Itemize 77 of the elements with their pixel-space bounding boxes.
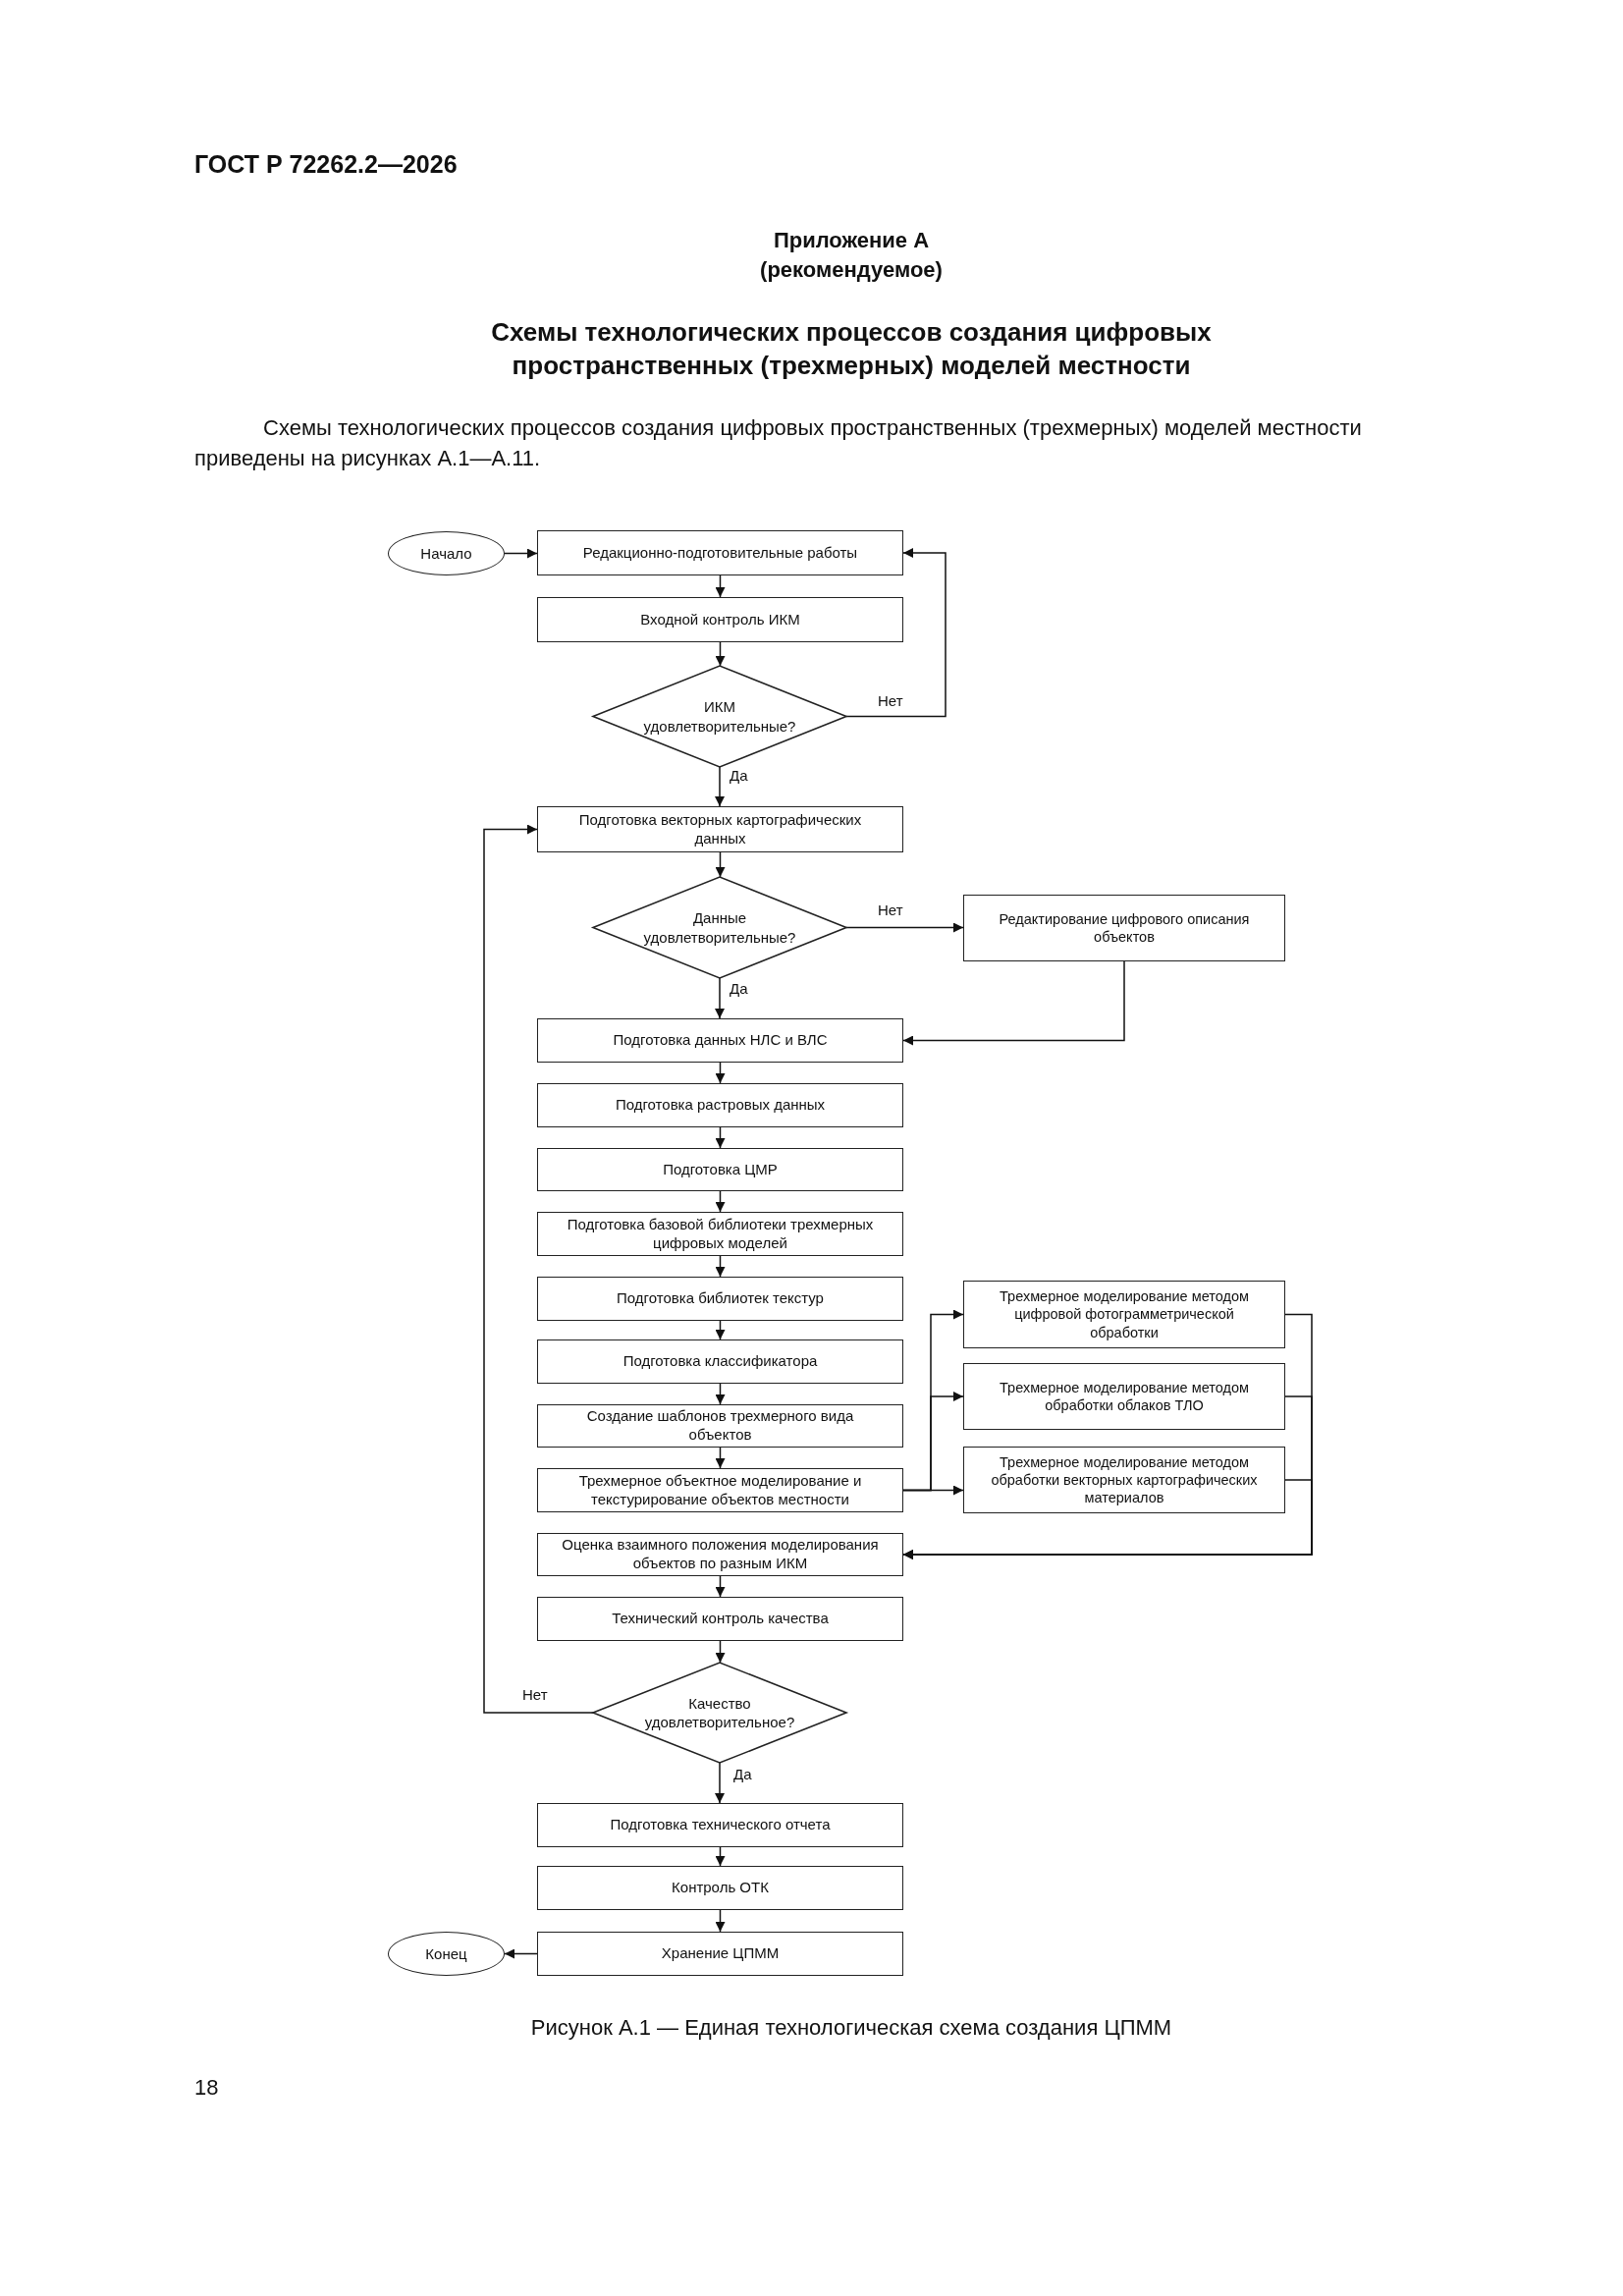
arrow bbox=[715, 977, 725, 1019]
process-box bbox=[963, 1363, 1285, 1430]
process-box bbox=[963, 1447, 1285, 1513]
intro-paragraph: Схемы технологических процессов создания цифровых пространственных (трехмерных) моделей местности приведены на рисунках А.1—А.11. bbox=[194, 414, 1363, 472]
node-text: Входной контроль ИКМ bbox=[640, 610, 800, 629]
process-box bbox=[537, 1803, 903, 1847]
arrow bbox=[715, 766, 725, 807]
arrow bbox=[845, 548, 947, 718]
node-text: Хранение ЦПММ bbox=[661, 1944, 780, 1963]
node-text: Оценка взаимного положения моделирования объектов по разным ИКМ bbox=[561, 1536, 880, 1573]
arrow bbox=[715, 1255, 726, 1278]
process-box bbox=[963, 1281, 1285, 1348]
arrow bbox=[483, 824, 594, 1714]
arrow bbox=[504, 1948, 538, 1959]
process-box bbox=[537, 1533, 903, 1576]
node-text: Технический контроль качества bbox=[612, 1610, 829, 1628]
section-heading: Схемы технологических процессов создания цифровых пространственных (трехмерных) моделей местности bbox=[490, 316, 1213, 382]
node-text: Создание шаблонов трехмерного вида объектов bbox=[585, 1407, 855, 1445]
node-text: Редакционно-подготовительные работы bbox=[582, 543, 858, 563]
node-text: Конец bbox=[425, 1945, 467, 1962]
node-text: Подготовка ЦМР bbox=[663, 1160, 778, 1179]
node-text: ИКМ удовлетворительные? bbox=[642, 697, 797, 736]
appendix-heading: Приложение А bbox=[772, 228, 931, 253]
node-text: Подготовка технического отчета bbox=[610, 1816, 831, 1834]
arrow bbox=[715, 1126, 726, 1149]
node-text: Начало bbox=[420, 545, 472, 562]
document-header: ГОСТ Р 72262.2—2026 bbox=[194, 150, 458, 179]
arrow bbox=[715, 1190, 726, 1213]
node-text: Подготовка векторных картографических данных bbox=[577, 810, 863, 848]
node-text: Контроль ОТК bbox=[672, 1879, 769, 1897]
process-box bbox=[963, 895, 1285, 961]
arrow bbox=[845, 922, 964, 933]
process-box bbox=[537, 1083, 903, 1127]
process-box bbox=[537, 1018, 903, 1063]
process-box bbox=[537, 806, 903, 852]
process-box bbox=[537, 1468, 903, 1512]
node-text: Трехмерное объектное моделирование и текстурирование объектов местности bbox=[577, 1471, 863, 1509]
process-box bbox=[537, 1404, 903, 1448]
node-text: Трехмерное моделирование методом цифровой фотограмметрической обработки bbox=[999, 1287, 1250, 1341]
arrow bbox=[715, 1846, 726, 1867]
node-text: Данные удовлетворительные? bbox=[642, 908, 797, 947]
node-text: Подготовка растровых данных bbox=[615, 1096, 826, 1115]
node-text: Качество удовлетворительное? bbox=[643, 1693, 796, 1732]
node-text: Редактирование цифрового описания объектов bbox=[998, 909, 1251, 947]
node-text: Подготовка библиотек текстур bbox=[617, 1289, 824, 1308]
arrow bbox=[902, 1479, 1313, 1559]
node-text: Подготовка базовой библиотеки трехмерных цифровых моделей bbox=[566, 1215, 875, 1253]
process-box bbox=[537, 1148, 903, 1191]
process-box bbox=[537, 1339, 903, 1384]
process-box bbox=[537, 1866, 903, 1910]
arrow bbox=[715, 574, 726, 598]
process-box bbox=[537, 530, 903, 575]
node-text: Подготовка классификатора bbox=[622, 1352, 818, 1371]
process-box bbox=[537, 597, 903, 642]
node-text: Трехмерное моделирование методом обработки векторных картографических материалов bbox=[990, 1452, 1259, 1507]
arrow bbox=[715, 1762, 725, 1804]
arrow bbox=[715, 1909, 726, 1933]
arrow bbox=[715, 1575, 726, 1598]
node-text: Трехмерное моделирование методом обработки облаков ТЛО bbox=[999, 1378, 1250, 1415]
arrow bbox=[902, 960, 1125, 1046]
arrow bbox=[715, 1447, 726, 1469]
arrow bbox=[902, 1485, 964, 1496]
process-box bbox=[537, 1597, 903, 1641]
arrow bbox=[715, 641, 726, 667]
appendix-status: (рекомендуемое) bbox=[759, 257, 944, 283]
page-number: 18 bbox=[194, 2075, 219, 2101]
process-box bbox=[537, 1212, 903, 1256]
arrow bbox=[715, 1640, 726, 1664]
arrow bbox=[715, 1320, 726, 1340]
figure-caption: Рисунок А.1 — Единая технологическая схема создания ЦПММ bbox=[529, 2015, 1173, 2041]
arrow bbox=[715, 1062, 726, 1084]
arrow bbox=[715, 1383, 726, 1405]
process-box bbox=[537, 1932, 903, 1976]
arrow bbox=[715, 851, 726, 878]
process-box bbox=[537, 1277, 903, 1321]
arrow bbox=[504, 548, 538, 559]
node-text: Подготовка данных НЛС и ВЛС bbox=[613, 1031, 828, 1050]
